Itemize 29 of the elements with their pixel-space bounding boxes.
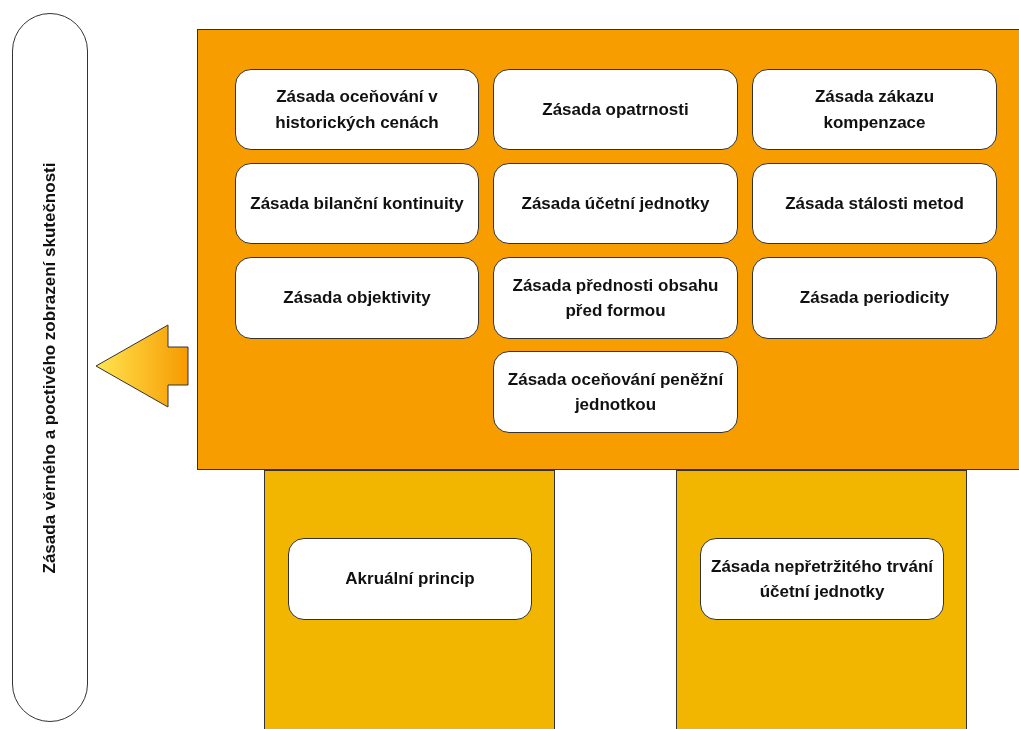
principle-box bbox=[700, 538, 944, 620]
principle-label: Zásada zákazu kompenzace bbox=[813, 86, 936, 134]
group-panel bbox=[197, 29, 1019, 470]
principle-box bbox=[493, 69, 738, 150]
pillar-panel bbox=[676, 470, 967, 729]
principle-label: Zásada přednosti obsahu před formou bbox=[511, 274, 720, 322]
principle-label: Zásada oceňování peněžní jednotkou bbox=[506, 368, 725, 416]
principle-box bbox=[235, 257, 479, 339]
pillar-panel bbox=[264, 470, 555, 729]
principle-label: Zásada bilanční kontinuity bbox=[250, 192, 464, 215]
principle-label: Zásada věrného a poctivého zobrazení skutečnosti bbox=[39, 162, 61, 573]
principle-label: Zásada stálosti metod bbox=[785, 192, 964, 215]
block-arrow bbox=[95, 324, 189, 408]
principle-box bbox=[235, 69, 479, 150]
principle-box bbox=[752, 257, 997, 339]
principle-box bbox=[493, 351, 738, 433]
principle-box bbox=[752, 69, 997, 150]
principle-label: Zásada účetní jednotky bbox=[521, 192, 710, 215]
principle-box bbox=[752, 163, 997, 244]
principle-label: Zásada nepřetržitého trvání účetní jednotky bbox=[711, 555, 933, 603]
principle-box bbox=[288, 538, 532, 620]
principle-box bbox=[235, 163, 479, 244]
principle-box bbox=[493, 163, 738, 244]
principle-label: Akruální princip bbox=[345, 568, 475, 591]
principle-label: Zásada opatrnosti bbox=[542, 98, 689, 121]
principle-label: Zásada periodicity bbox=[799, 287, 950, 310]
principle-label: Zásada oceňování v historických cenách bbox=[274, 86, 440, 134]
principle-box bbox=[493, 257, 738, 339]
principle-label: Zásada objektivity bbox=[283, 287, 431, 310]
